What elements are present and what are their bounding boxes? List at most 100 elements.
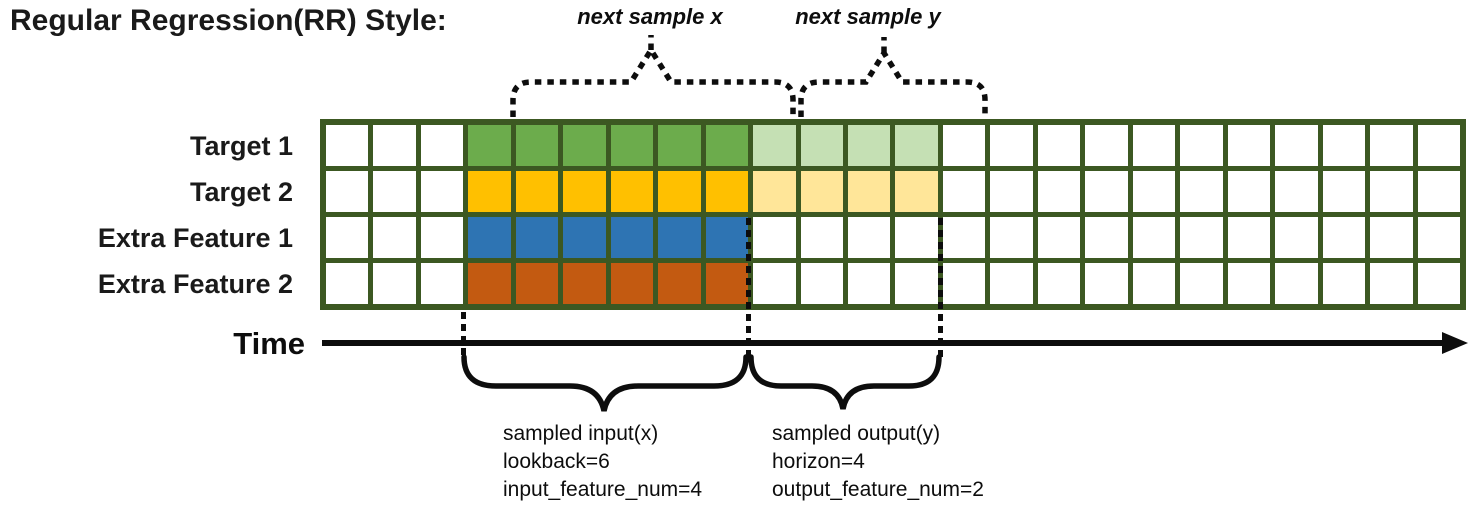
grid-cell	[1275, 125, 1318, 166]
horizon-value: horizon=4	[772, 450, 865, 473]
grid-cell	[990, 263, 1033, 304]
grid-cell	[1227, 125, 1271, 166]
grid-cell	[1417, 171, 1460, 212]
sampled-input-annotation: sampled input(x) lookback=6 input_featur…	[503, 420, 702, 504]
grid-cell	[420, 217, 464, 258]
grid-cell	[420, 263, 464, 304]
grid-cell	[658, 125, 701, 166]
grid-cell	[610, 263, 654, 304]
cell-grid	[320, 119, 1466, 310]
grid-cell	[1227, 217, 1271, 258]
grid-cell	[942, 125, 986, 166]
grid-cell	[800, 217, 844, 258]
grid-cell	[1322, 125, 1366, 166]
grid-cell	[1227, 171, 1271, 212]
sampled-output-annotation: sampled output(y) horizon=4 output_featu…	[772, 420, 984, 504]
grid-cell	[658, 171, 701, 212]
row-label-column: Target 1 Target 2 Extra Feature 1 Extra …	[0, 0, 305, 516]
grid-cell	[658, 217, 701, 258]
grid-cell	[990, 125, 1033, 166]
grid-cell	[1370, 217, 1413, 258]
grid-cell	[1132, 263, 1176, 304]
grid-cell	[1370, 263, 1413, 304]
grid-cell	[326, 171, 369, 212]
grid-cell	[373, 171, 416, 212]
grid-cell	[1085, 263, 1128, 304]
grid-cell	[1322, 171, 1366, 212]
row-label-extra-feature-2: Extra Feature 2	[97, 269, 293, 299]
grid-cell	[658, 263, 701, 304]
sampled-input-brace	[461, 354, 749, 412]
grid-cell	[420, 125, 464, 166]
sampled-output-brace	[748, 354, 942, 410]
grid-cell	[563, 125, 606, 166]
grid-cell	[468, 217, 511, 258]
output-feature-num-value: output_feature_num=2	[772, 478, 984, 501]
grid-cell	[800, 171, 844, 212]
grid-cell	[1180, 217, 1223, 258]
row-label-target-2: Target 2	[189, 177, 293, 207]
grid-cell	[705, 263, 749, 304]
grid-cell	[942, 263, 986, 304]
next-sample-x-label: next sample x	[577, 4, 723, 29]
grid-cell	[563, 217, 606, 258]
grid-cell	[1085, 125, 1128, 166]
sample-boundary-left-dashed-line	[461, 312, 466, 360]
grid-cell	[848, 263, 891, 304]
grid-cell	[753, 125, 796, 166]
sampled-input-title: sampled input(x)	[503, 422, 659, 445]
grid-cell	[1180, 171, 1223, 212]
grid-cell	[468, 125, 511, 166]
grid-cell	[1417, 217, 1460, 258]
grid-cell	[800, 125, 844, 166]
grid-cell	[563, 263, 606, 304]
grid-cell	[942, 217, 986, 258]
grid-cell	[515, 263, 559, 304]
grid-cell	[1180, 125, 1223, 166]
grid-cell	[705, 125, 749, 166]
grid-cell	[753, 217, 796, 258]
grid-cell	[1037, 125, 1081, 166]
grid-cell	[753, 171, 796, 212]
grid-cell	[515, 171, 559, 212]
grid-cell	[1037, 217, 1081, 258]
grid-cell	[990, 171, 1033, 212]
grid-cell	[1037, 171, 1081, 212]
grid-cell	[1085, 171, 1128, 212]
grid-cell	[326, 263, 369, 304]
grid-cell	[326, 125, 369, 166]
grid-cell	[1417, 125, 1460, 166]
grid-cell	[326, 217, 369, 258]
time-axis-line	[322, 340, 1448, 346]
grid-cell	[1370, 125, 1413, 166]
row-label-extra-feature-1: Extra Feature 1	[97, 223, 293, 253]
grid-cell	[515, 217, 559, 258]
grid-cell	[1275, 171, 1318, 212]
grid-cell	[895, 125, 938, 166]
grid-cell	[848, 171, 891, 212]
grid-cell	[1132, 171, 1176, 212]
grid-cell	[990, 217, 1033, 258]
grid-cell	[1417, 263, 1460, 304]
page-title: Regular Regression(RR) Style:	[10, 4, 447, 37]
row-label-target-1: Target 1	[189, 131, 293, 161]
grid-cell	[1322, 217, 1366, 258]
grid-cell	[468, 263, 511, 304]
next-sample-x-brace	[510, 35, 796, 117]
grid-cell	[800, 263, 844, 304]
grid-cell	[895, 217, 938, 258]
next-sample-y-label: next sample y	[795, 4, 941, 29]
grid-cell	[705, 171, 749, 212]
grid-cell	[420, 171, 464, 212]
grid-cell	[610, 171, 654, 212]
lookback-value: lookback=6	[503, 450, 610, 473]
grid-cell	[1370, 171, 1413, 212]
grid-cell	[848, 217, 891, 258]
grid-cell	[1085, 217, 1128, 258]
grid-cell	[1275, 263, 1318, 304]
input-output-boundary-dashed-line	[746, 218, 751, 360]
grid-cell	[1037, 263, 1081, 304]
sampled-output-title: sampled output(y)	[772, 422, 941, 445]
grid-cell	[942, 171, 986, 212]
time-axis-arrowhead-icon	[1442, 332, 1468, 354]
